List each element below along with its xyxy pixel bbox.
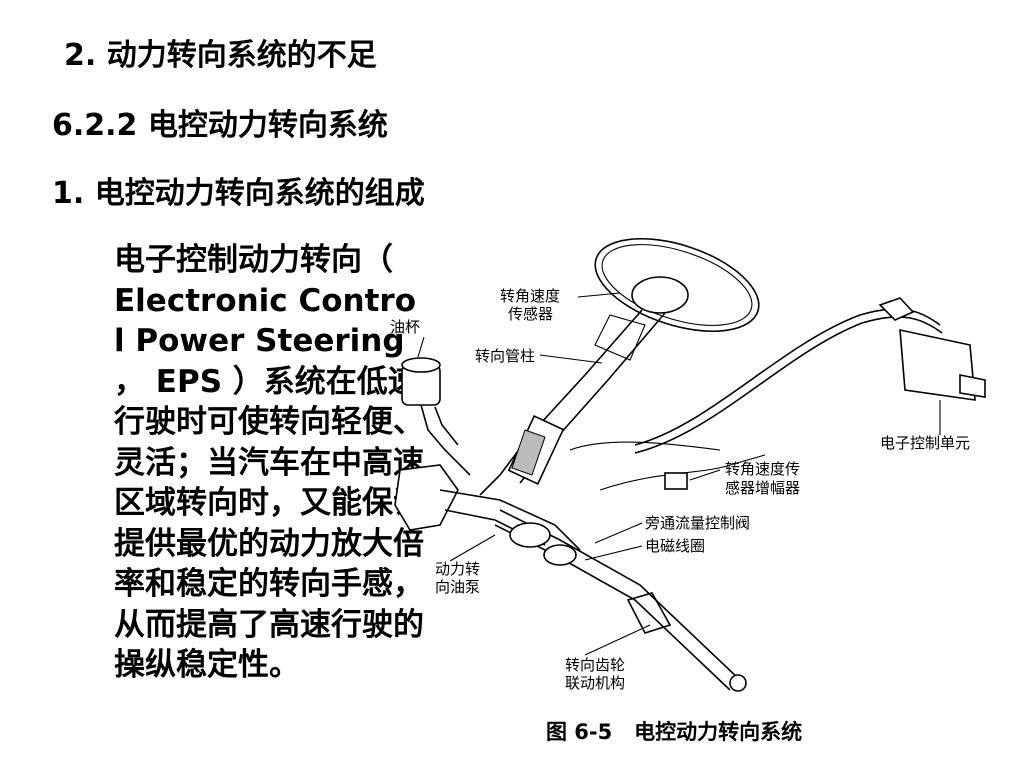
label-oil-cup: 油杯 [390, 318, 420, 336]
subsection-heading: 6.2.2 电控动力转向系统 [52, 108, 388, 143]
rack-and-pinion-drawing [494, 509, 747, 692]
eps-system-diagram: 转角速度 传感器 油杯 转向管柱 电子控制单元 转角速度传 感器增幅器 旁通流量… [390, 237, 986, 692]
body-paragraph: 电子控制动力转向（ Electronic Control Power Steer… [114, 242, 424, 683]
label-power-pump-1: 动力转 [435, 560, 480, 578]
ecu-box-drawing [878, 297, 986, 401]
label-steering-angle-speed-sensor-2: 传感器 [508, 305, 553, 323]
label-rack-linkage-1: 转向齿轮 [565, 656, 625, 674]
label-ecu: 电子控制单元 [880, 434, 970, 452]
label-steering-column: 转向管柱 [475, 347, 535, 365]
steering-wheel-drawing [479, 237, 760, 496]
label-bypass-valve: 旁通流量控制阀 [645, 514, 750, 532]
label-steering-angle-speed-sensor-1: 转角速度 [500, 287, 560, 305]
section-heading: 2. 动力转向系统的不足 [64, 38, 377, 73]
topic-heading: 1. 电控动力转向系统的组成 [52, 176, 425, 211]
power-pump-drawing [394, 464, 581, 551]
amplifier-drawing [664, 472, 688, 490]
label-sensor-amplifier-2: 感器增幅器 [725, 479, 800, 497]
leader-lines [417, 292, 941, 656]
label-sensor-amplifier-1: 转角速度传 [725, 460, 800, 478]
label-rack-linkage-2: 联动机构 [565, 674, 625, 692]
oil-cup-drawing [401, 357, 471, 476]
figure-caption: 图 6-5 电控动力转向系统 [546, 720, 803, 744]
label-solenoid-coil: 电磁线圈 [645, 537, 705, 555]
label-power-pump-2: 向油泵 [435, 578, 480, 596]
